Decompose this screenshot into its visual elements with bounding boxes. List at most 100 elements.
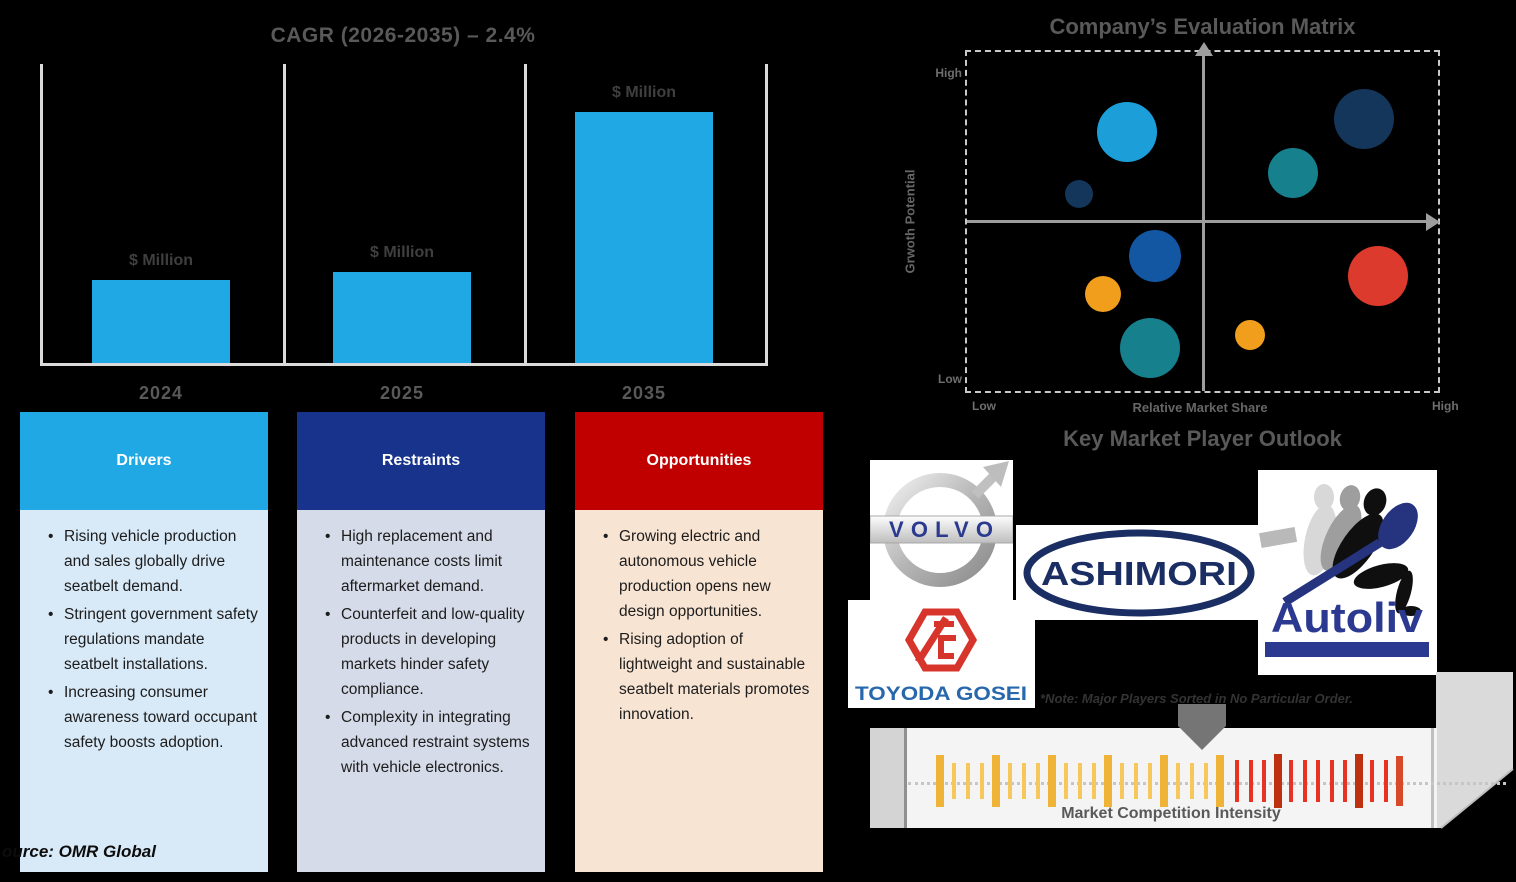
gauge-bar-gold_tall <box>936 755 944 807</box>
gauge-bar-gold <box>1022 763 1026 799</box>
gauge-right-edge <box>1431 728 1434 828</box>
matrix-bubble <box>1235 319 1265 350</box>
gauge-bar-gold <box>1092 763 1096 799</box>
autoliv-logo: Autoliv <box>1258 470 1437 675</box>
panel-bullet: Counterfeit and low-quality products in … <box>325 602 535 702</box>
gauge-left-strip <box>870 728 907 828</box>
gauge-bar-gold <box>1204 763 1208 799</box>
opportunities-panel-body: Growing electric and autonomous vehicle … <box>575 510 823 872</box>
gauge-bar-red <box>1262 760 1266 802</box>
gauge-bar-red_thick <box>1274 754 1282 808</box>
gauge-pointer-icon <box>1178 704 1226 726</box>
gauge-bar-red <box>1384 760 1388 802</box>
right-arrow-icon <box>1426 213 1440 231</box>
gauge-bar-gold <box>1148 763 1152 799</box>
opportunities-panel-title: Opportunities <box>646 452 752 469</box>
competition-gauge-panel <box>870 728 1437 828</box>
gauge-bar-red <box>1303 760 1307 802</box>
matrix-y-low-label: Low <box>938 372 962 386</box>
bar-value-label: $ Million <box>370 244 434 261</box>
bar-category-label: 2025 <box>379 383 425 403</box>
bar-chart-separator-line <box>524 64 527 366</box>
key-players-title: Key Market Player Outlook <box>1063 426 1342 451</box>
gauge-bar-gold <box>1120 763 1124 799</box>
gauge-bar-gold_tall <box>1216 755 1224 807</box>
bar-2025 <box>333 272 471 363</box>
bar-category-label: 2035 <box>621 383 667 403</box>
matrix-bubble <box>1267 148 1318 199</box>
gauge-bar-gold <box>952 763 956 799</box>
source-note: ource: OMR Global <box>2 842 156 861</box>
gauge-bar-red <box>1343 760 1347 802</box>
gauge-bar-gold_tall <box>1104 755 1112 807</box>
matrix-bubble <box>1096 102 1157 163</box>
panel-bullet: Growing electric and autonomous vehicle … <box>603 524 813 624</box>
matrix-y-high-label: High <box>935 66 962 80</box>
panel-bullet: Complexity in integrating advanced restr… <box>325 705 535 780</box>
panel-bullet: High replacement and maintenance costs l… <box>325 524 535 599</box>
players-note: *Note: Major Players Sorted in No Partic… <box>1040 691 1353 706</box>
gauge-bar-red <box>1330 760 1334 802</box>
bar-2024 <box>92 280 230 363</box>
gauge-bar-red_thick <box>1355 754 1363 808</box>
matrix-bubble <box>1334 88 1394 149</box>
gauge-bar-gold <box>1078 763 1082 799</box>
bar-chart-title: CAGR (2026-2035) – 2.4% <box>270 24 536 47</box>
matrix-bubble <box>1348 246 1409 307</box>
gauge-bar-red_end <box>1395 756 1403 806</box>
gauge-bar-gold <box>1176 763 1180 799</box>
gauge-bar-gold <box>1036 763 1040 799</box>
gauge-bar-red <box>1370 760 1374 802</box>
gauge-bar-gold_tall <box>1160 755 1168 807</box>
gauge-bar-gold <box>1190 763 1194 799</box>
matrix-horizontal-axis <box>967 220 1428 223</box>
bar-value-label: $ Million <box>612 84 676 101</box>
bar-2035 <box>575 112 713 363</box>
bar-category-label: 2024 <box>138 383 184 403</box>
bar-chart-baseline <box>40 363 768 366</box>
matrix-bubble <box>1084 275 1121 312</box>
autoliv-wordmark: Autoliv <box>1271 594 1424 641</box>
matrix-x-high-label: High <box>1432 399 1459 413</box>
panel-bullet: Rising adoption of lightweight and susta… <box>603 627 813 727</box>
gauge-bar-red <box>1316 760 1320 802</box>
volvo-iron-mark-icon: VOLVO <box>869 461 1014 587</box>
opportunities-panel-header: Opportunities <box>575 412 823 510</box>
folded-corner-shape <box>1436 672 1514 829</box>
evaluation-matrix-title: Company’s Evaluation Matrix <box>1049 14 1356 39</box>
gauge-bar-red <box>1235 760 1239 802</box>
gauge-label: Market Competition Intensity <box>1061 805 1281 822</box>
toyoda-gosei-tg-icon: TOYODA GOSEI <box>855 608 1027 705</box>
gauge-bar-gold <box>1008 763 1012 799</box>
gauge-pointer-tip-icon <box>1178 726 1226 750</box>
opportunities-panel: Opportunities Growing electric and auton… <box>575 412 823 872</box>
gauge-bar-gold_tall <box>1048 755 1056 807</box>
panel-bullet: Increasing consumer awareness toward occ… <box>48 680 258 755</box>
bar-value-label: $ Million <box>129 252 193 269</box>
drivers-panel-header: Drivers <box>20 412 268 510</box>
up-arrow-icon <box>1195 42 1213 56</box>
matrix-y-axis-label: Grwoth Potential <box>902 169 918 274</box>
restraints-panel: Restraints High replacement and maintena… <box>297 412 545 872</box>
gauge-bar-gold <box>1134 763 1138 799</box>
ashimori-oval-icon: ASHIMORI <box>1023 529 1255 617</box>
drivers-panel-title: Drivers <box>116 452 172 469</box>
bar-chart-separator-line <box>765 64 768 366</box>
gauge-bar-gold <box>1064 763 1068 799</box>
gauge-bar-gold_tall <box>992 755 1000 807</box>
autoliv-airbag-icon: Autoliv <box>1259 484 1429 657</box>
matrix-bubble <box>1120 318 1181 379</box>
gauge-bar-red <box>1249 760 1253 802</box>
restraints-panel-body: High replacement and maintenance costs l… <box>297 510 545 872</box>
gauge-bar-gold <box>966 763 970 799</box>
ashimori-logo: ASHIMORI <box>1016 525 1262 620</box>
volvo-logo: VOLVO <box>869 460 1014 600</box>
gauge-bar-gold <box>980 763 984 799</box>
ashimori-wordmark: ASHIMORI <box>1041 555 1237 592</box>
matrix-bubble <box>1129 229 1181 282</box>
panel-bullet: Rising vehicle production and sales glob… <box>48 524 258 599</box>
panel-bullet: Stringent government safety regulations … <box>48 602 258 677</box>
bar-chart-axis-line <box>40 64 43 366</box>
restraints-panel-header: Restraints <box>297 412 545 510</box>
